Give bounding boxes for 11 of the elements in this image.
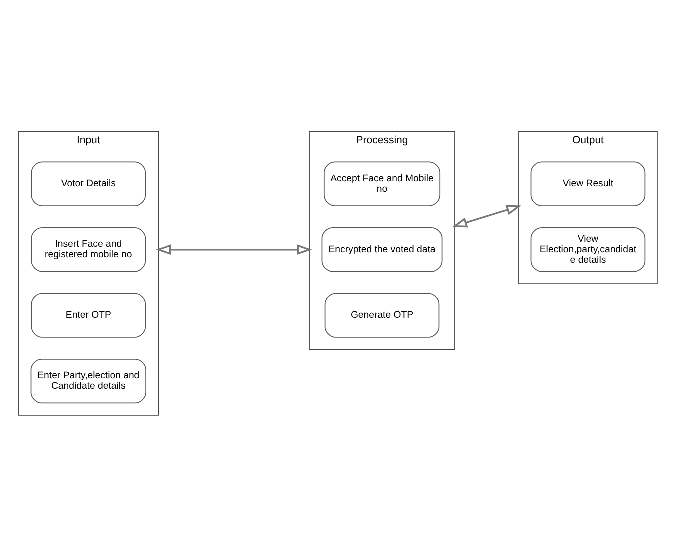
node-box: Generate OTP: [324, 293, 440, 338]
arrow: [156, 244, 312, 256]
node-box: Enter OTP: [31, 293, 146, 338]
arrow: [452, 205, 522, 228]
node-box: Votor Details: [31, 162, 146, 206]
node-box: Enter Party,election and Candidate details: [30, 358, 146, 404]
node-box: Insert Face and registered mobile no: [31, 227, 146, 272]
node-box: Accept Face and Mobile no: [324, 162, 441, 206]
node-box: View Election,party,candidat e details: [530, 227, 646, 272]
node-box: Encrypted the voted data: [322, 227, 443, 272]
node-box: View Result: [530, 162, 646, 206]
